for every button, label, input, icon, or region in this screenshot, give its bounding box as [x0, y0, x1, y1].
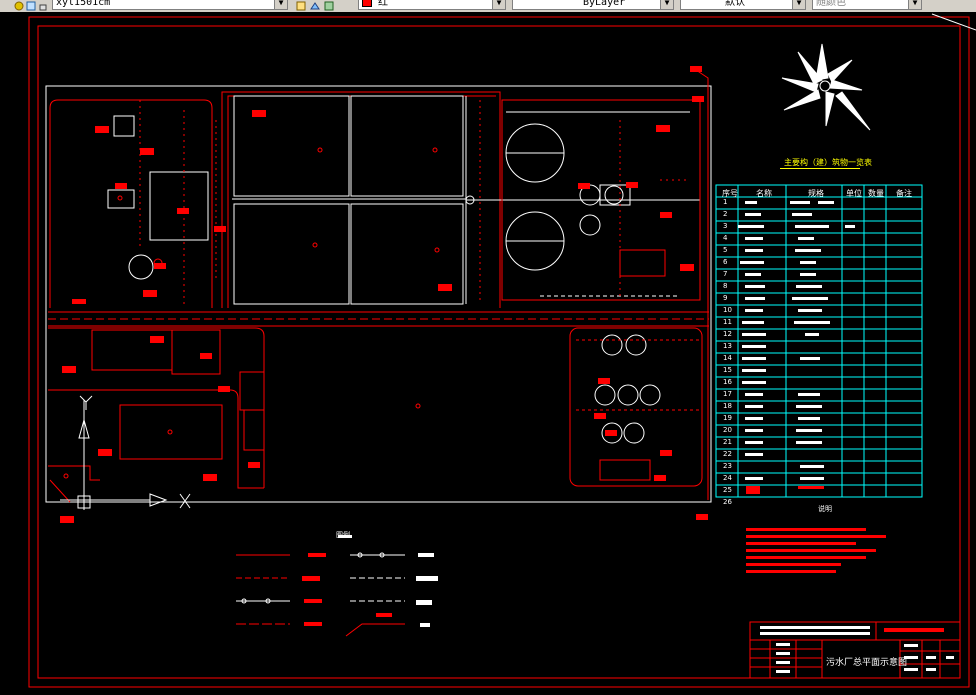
tank-c: [233, 203, 350, 305]
table-title-underline: [780, 168, 860, 169]
layer-dropdown[interactable]: xyl1501cm ▼: [52, 0, 288, 10]
legend: [236, 552, 405, 637]
chevron-down-icon[interactable]: ▼: [792, 0, 805, 9]
table-row-number: 8: [723, 282, 728, 290]
table-row-number: 2: [723, 210, 728, 218]
layer-state-icon[interactable]: [14, 0, 24, 11]
table-row-number: 21: [723, 438, 732, 446]
layer-freeze-icon[interactable]: [26, 0, 36, 11]
table-row-number: 25: [723, 486, 732, 494]
table-row-number: 22: [723, 450, 732, 458]
color-swatch: [362, 0, 372, 7]
lineweight-dropdown[interactable]: 默认 ▼: [680, 0, 806, 10]
color-dropdown[interactable]: 红 ▼: [358, 0, 506, 10]
chevron-down-icon[interactable]: ▼: [274, 0, 287, 9]
table-header-spec: 规格: [808, 189, 824, 198]
layer-manager-icon[interactable]: [324, 0, 334, 11]
tank-d: [350, 203, 464, 305]
tag-labels: [60, 66, 708, 523]
make-current-layer-icon[interactable]: [296, 0, 306, 11]
lineweight-dropdown-value: 默认: [725, 0, 745, 8]
color-dropdown-value: 红: [378, 0, 389, 8]
table-header-unit: 单位: [846, 189, 862, 198]
table-title: 主要构（建）筑物一览表: [784, 158, 872, 167]
table-row-number: 17: [723, 390, 732, 398]
table-row-number: 14: [723, 354, 732, 362]
tank-b: [350, 95, 464, 197]
site-boundary: [45, 85, 712, 503]
table-row-number: 19: [723, 414, 732, 422]
layer-lock-icon[interactable]: [38, 0, 48, 11]
drawing-svg: [28, 13, 976, 688]
table-header-remark: 备注: [896, 189, 912, 198]
table-row-number: 24: [723, 474, 732, 482]
table-header-qty: 数量: [868, 189, 884, 198]
linetype-dropdown[interactable]: ByLayer ▼: [512, 0, 674, 10]
layer-dropdown-value: xyl1501cm: [56, 0, 111, 8]
chevron-down-icon[interactable]: ▼: [660, 0, 673, 9]
tank-a: [233, 95, 350, 197]
table-header-name: 名称: [756, 189, 772, 198]
table-row-number: 18: [723, 402, 732, 410]
table-header-index: 序号: [722, 189, 738, 198]
plotstyle-dropdown[interactable]: 随颜色 ▼: [812, 0, 922, 10]
inner-border: [37, 25, 961, 679]
table-row-number: 4: [723, 234, 728, 242]
table-row-number: 12: [723, 330, 732, 338]
table-row-number: 20: [723, 426, 732, 434]
plotstyle-dropdown-value: 随颜色: [816, 0, 846, 8]
table-row-number: 10: [723, 306, 732, 314]
table-row-number: 7: [723, 270, 728, 278]
table-white-fills: [738, 201, 855, 480]
title-block-name: 污水厂总平面示意图: [826, 658, 908, 668]
outer-border: [28, 16, 970, 688]
notes-lines: [746, 528, 886, 573]
table-row-number: 9: [723, 294, 728, 302]
linetype-dropdown-value: ByLayer: [583, 0, 626, 8]
table-header-row: 序号 名称 规格 单位 数量 备注: [716, 187, 922, 199]
table-row-number: 11: [723, 318, 732, 326]
layer-previous-icon[interactable]: [310, 0, 320, 10]
chevron-down-icon[interactable]: ▼: [492, 0, 505, 9]
notes-title: 说明: [818, 505, 832, 513]
table-row-number: 6: [723, 258, 728, 266]
chevron-down-icon[interactable]: ▼: [908, 0, 921, 9]
properties-toolbar: xyl1501cm ▼ 红 ▼ ByLayer ▼ 默认 ▼ 随颜色 ▼: [0, 0, 976, 13]
table-row-number: 13: [723, 342, 732, 350]
table-row-number: 1: [723, 198, 728, 206]
table-row-number: 5: [723, 246, 728, 254]
title-block: [749, 621, 961, 679]
table-row-number: 15: [723, 366, 732, 374]
table-row-number: 3: [723, 222, 728, 230]
legend-title: 图例: [336, 531, 350, 539]
table-row-number: 23: [723, 462, 732, 470]
north-arrow: [781, 43, 871, 131]
table-row-number: 26: [723, 498, 732, 506]
table-row-number: 16: [723, 378, 732, 386]
